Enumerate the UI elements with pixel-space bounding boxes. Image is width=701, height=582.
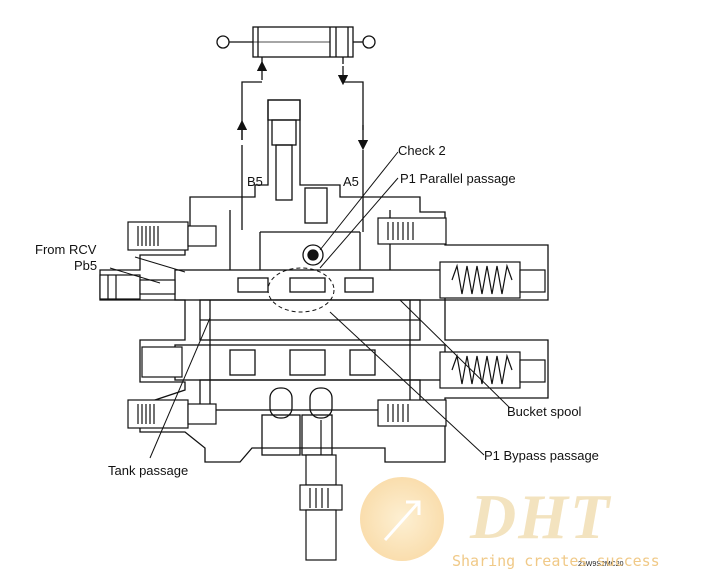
left-plugs [99, 221, 217, 429]
drawing-code: 21W9S2MC20 [578, 561, 624, 568]
check-valve [302, 244, 324, 266]
bottom-stem [299, 420, 343, 561]
right-spring-chambers [377, 217, 546, 427]
p1-parallel-label: P1 Parallel passage [400, 171, 516, 186]
from-rcv-label: From RCV [35, 242, 97, 257]
check2-label: Check 2 [398, 143, 446, 158]
bucket-cylinder [216, 26, 376, 64]
watermark-badge [360, 477, 444, 561]
tank-passage-label: Tank passage [108, 463, 189, 478]
oil-lines [236, 60, 369, 232]
watermark-logo: DHT [470, 481, 612, 552]
p1-bypass-label: P1 Bypass passage [484, 448, 599, 463]
watermark-tagline: Sharing creates success [452, 552, 660, 570]
a5-port-label: A5 [343, 174, 359, 189]
pb5-label: Pb5 [74, 258, 98, 273]
b5-port-label: B5 [247, 174, 263, 189]
bucket-spool-label: Bucket spool [507, 404, 582, 419]
leader-lines [109, 151, 511, 459]
callout-ellipse [267, 267, 335, 313]
